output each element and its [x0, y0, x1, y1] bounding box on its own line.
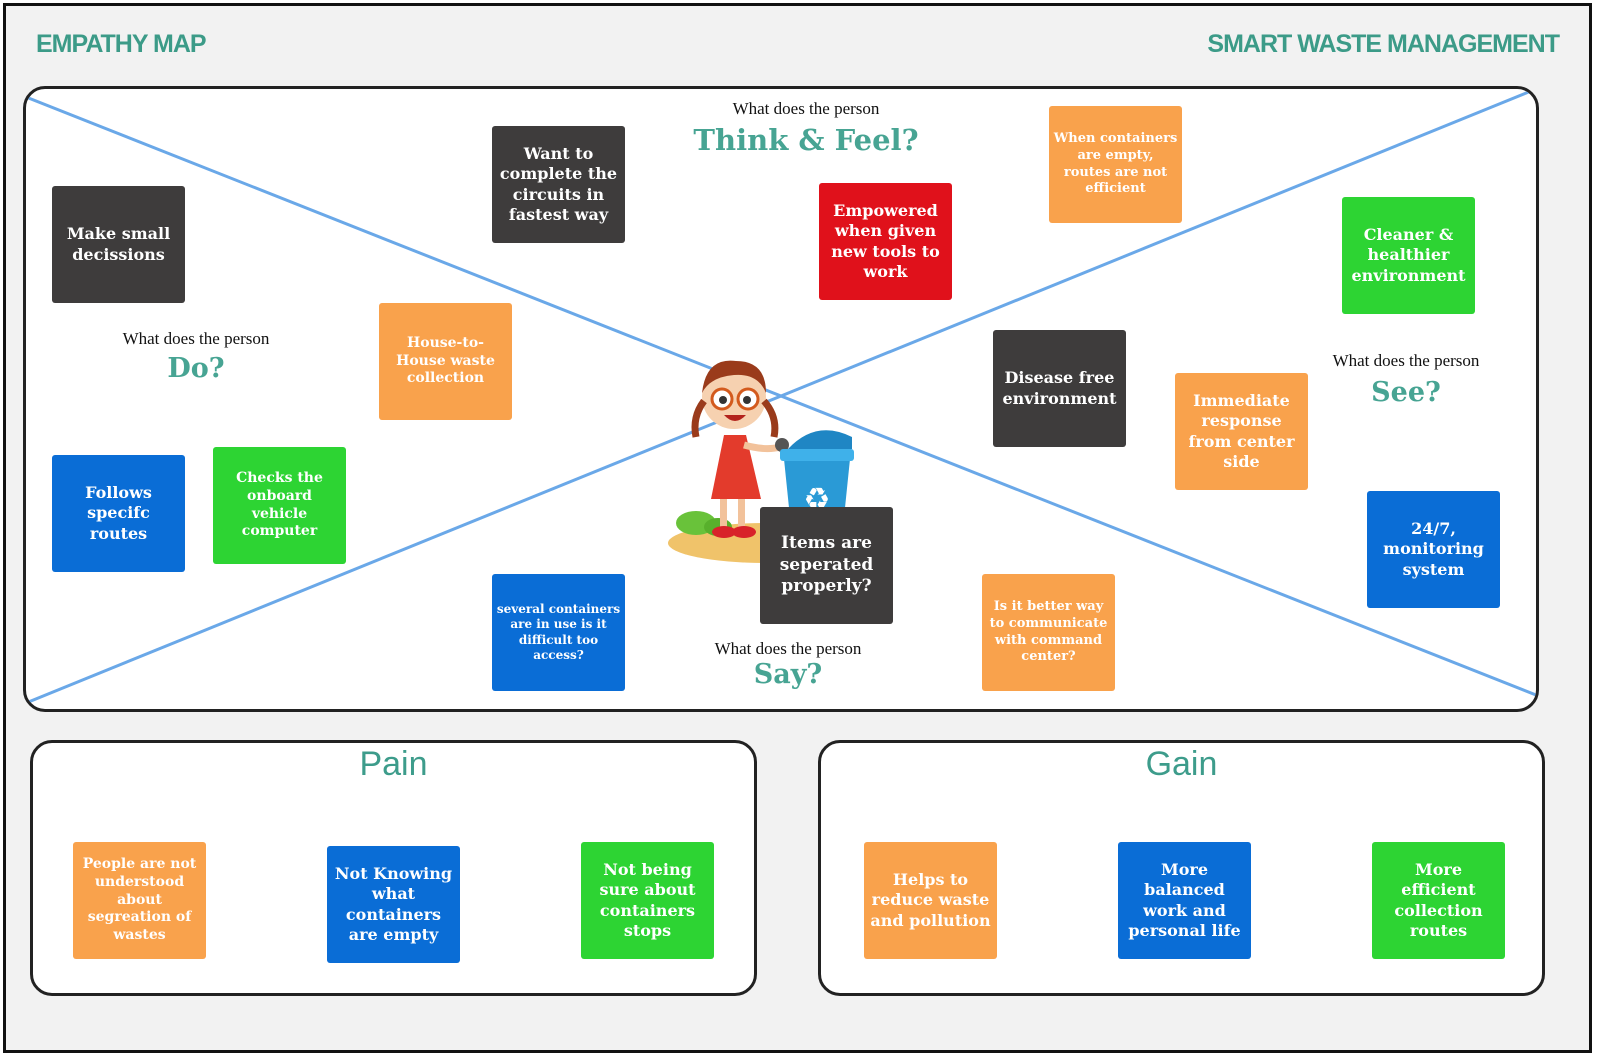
note-cleaner-healthier-environment: Cleaner & healthier environment: [1342, 197, 1475, 314]
empathy-map-canvas: EMPATHY MAP SMART WASTE MANAGEMENT: [3, 3, 1592, 1053]
prompt-think-feel: What does the person Think & Feel?: [666, 99, 946, 157]
prompt-see-question: What does the person: [1332, 351, 1480, 370]
pain-item-1: People are not understood about segreati…: [73, 842, 206, 959]
prompt-think-question: What does the person: [732, 99, 880, 118]
note-several-containers-access: several containers are in use is it diff…: [492, 574, 625, 691]
prompt-say: What does the person Say?: [698, 639, 878, 690]
pain-title: Pain: [359, 745, 428, 783]
prompt-see-label: See?: [1371, 377, 1441, 408]
gain-title: Gain: [1145, 745, 1218, 783]
note-checks-onboard-computer: Checks the onboard vehicle computer: [213, 447, 346, 564]
gain-item-3: More efficient collection routes: [1372, 842, 1505, 959]
note-immediate-response: Immediate response from center side: [1175, 373, 1308, 490]
prompt-do: What does the person Do?: [106, 329, 286, 384]
pain-panel: Pain People are not understood about seg…: [30, 740, 757, 996]
note-want-complete-circuits: Want to complete the circuits in fastest…: [492, 126, 625, 243]
pain-item-2: Not Knowing what containers are empty: [327, 846, 460, 963]
note-better-way-communicate: Is it better way to communicate with com…: [982, 574, 1115, 691]
note-follows-specific-routes: Follows specifc routes: [52, 455, 185, 572]
prompt-do-label: Do?: [167, 353, 225, 384]
note-house-to-house-collection: House-to-House waste collection: [379, 303, 512, 420]
prompt-do-question: What does the person: [122, 329, 270, 348]
note-items-separated-properly: Items are seperated properly?: [760, 507, 893, 624]
note-monitoring-system: 24/7, monitoring system: [1367, 491, 1500, 608]
note-disease-free-environment: Disease free environment: [993, 330, 1126, 447]
prompt-think-label: Think & Feel?: [693, 123, 919, 157]
project-title: SMART WASTE MANAGEMENT: [1207, 30, 1560, 58]
gain-item-2: More balanced work and personal life: [1118, 842, 1251, 959]
prompt-say-question: What does the person: [714, 639, 862, 658]
empathy-map-main-panel: ♻ What does the person Think & Feel? Wha…: [23, 86, 1539, 712]
prompt-say-label: Say?: [753, 659, 823, 690]
note-when-containers-empty: When containers are empty, routes are no…: [1049, 106, 1182, 223]
empathy-map-title: EMPATHY MAP: [36, 30, 207, 58]
gain-item-1: Helps to reduce waste and pollution: [864, 842, 997, 959]
note-empowered-new-tools: Empowered when given new tools to work: [819, 183, 952, 300]
diagonal-line-up: [26, 89, 1536, 705]
prompt-see: What does the person See?: [1316, 351, 1496, 408]
quadrant-diagonals: [26, 89, 1536, 705]
pain-item-3: Not being sure about containers stops: [581, 842, 714, 959]
note-make-small-decisions: Make small decissions: [52, 186, 185, 303]
gain-panel: Gain Helps to reduce waste and pollution…: [818, 740, 1545, 996]
